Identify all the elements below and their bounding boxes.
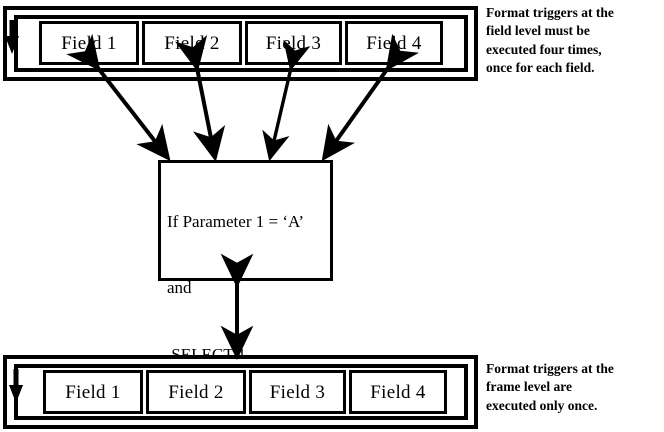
- caption-top-line-1: Format triggers at the: [486, 5, 614, 20]
- bottom-field-label-4: Field 4: [370, 381, 426, 403]
- top-field-box-3[interactable]: Field 3: [245, 21, 342, 65]
- caption-top-line-3: executed four times,: [486, 41, 602, 57]
- bottom-field-label-2: Field 2: [168, 381, 224, 403]
- caption-bottom-line-1: Format triggers at the: [486, 361, 614, 376]
- condition-line-1: If Parameter 1 = ‘A’: [167, 212, 305, 232]
- caption-top-line-2: field level must be: [486, 23, 590, 39]
- connector-field1-condition: [66, 33, 171, 162]
- caption-bottom-line-3: executed only once.: [486, 397, 598, 413]
- top-field-box-4[interactable]: Field 4: [345, 21, 443, 65]
- top-field-label-4: Field 4: [366, 32, 422, 54]
- caption-top-line-4: once for each field.: [486, 60, 595, 76]
- caption-frame-level: Format triggers at the frame level are e…: [486, 360, 661, 415]
- bottom-field-box-3[interactable]: Field 3: [249, 370, 346, 414]
- connector-field2-condition: [174, 34, 226, 162]
- top-field-box-2[interactable]: Field 2: [142, 21, 242, 65]
- bottom-field-box-1[interactable]: Field 1: [43, 370, 143, 414]
- caption-field-level: Format triggers at the field level must …: [486, 4, 661, 77]
- connector-field4-condition: [321, 33, 419, 162]
- bottom-field-label-3: Field 3: [269, 381, 326, 403]
- connector-field3-condition: [262, 39, 311, 162]
- caption-bottom-line-2: frame level are: [486, 379, 572, 395]
- top-field-label-2: Field 2: [164, 32, 220, 54]
- top-field-box-1[interactable]: Field 1: [39, 21, 139, 65]
- bottom-field-box-2[interactable]: Field 2: [146, 370, 246, 414]
- bottom-field-box-4[interactable]: Field 4: [349, 370, 447, 414]
- condition-box[interactable]: If Parameter 1 = ‘A’ and SELECT 1 FROM T…: [158, 160, 333, 430]
- condition-line-2: and: [167, 278, 192, 298]
- top-field-label-1: Field 1: [61, 32, 117, 54]
- top-field-label-3: Field 3: [265, 32, 322, 54]
- bottom-field-label-1: Field 1: [65, 381, 121, 403]
